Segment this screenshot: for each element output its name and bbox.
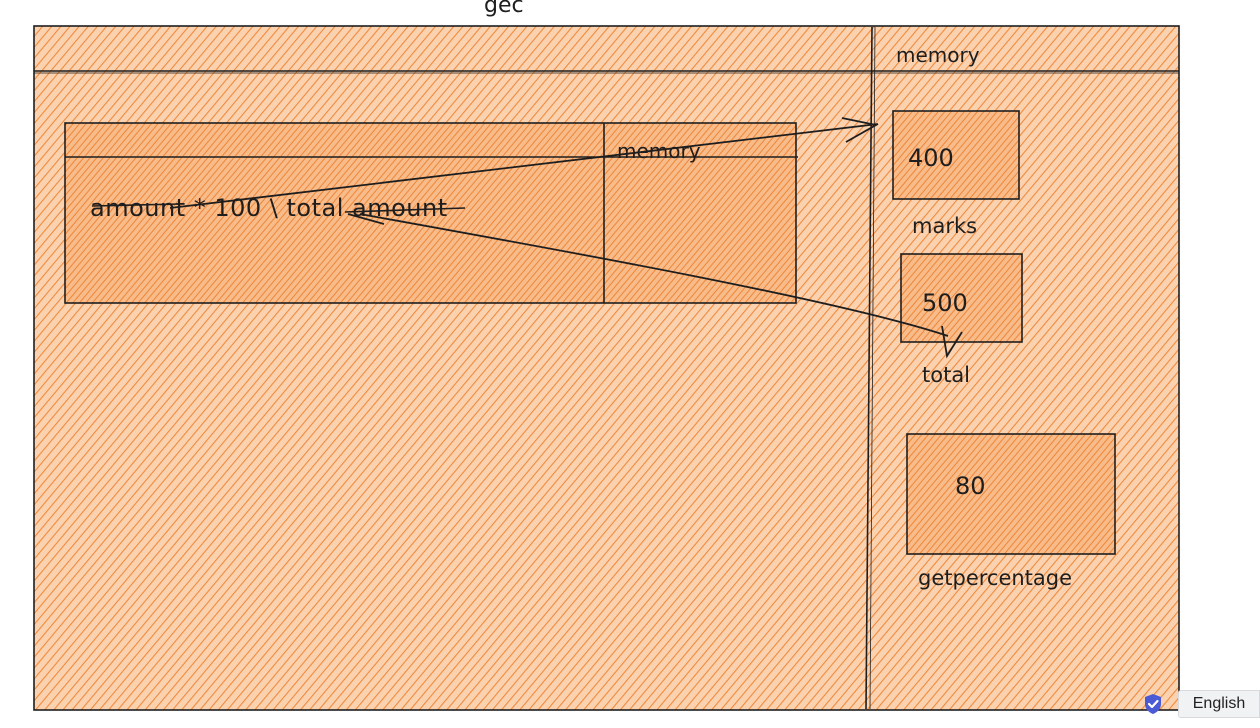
variable-marks: 400 marks [892,110,1020,238]
total-value: 500 [922,289,968,317]
arrow-total-to-total-box [347,213,963,359]
gec-title: gec [484,0,524,18]
getpercentage-value: 80 [955,472,986,500]
marks-label: marks [912,214,977,238]
getpercentage-box [906,433,1116,555]
code-expression: amount * 100 \ total amount [90,194,448,222]
total-amount-strike [344,207,466,213]
total-label: total [922,363,970,387]
getpercentage-label: getpercentage [918,566,1072,590]
language-button[interactable]: English [1178,690,1260,718]
variable-getpercentage: 80 getpercentage [906,433,1116,590]
outer-memory-label: memory [896,43,980,67]
arrow-amount-to-marks [169,117,879,209]
marks-value: 400 [908,144,954,172]
variable-total: 500 total [900,253,1023,387]
inner-memory-label: memory [617,139,701,163]
amount-strike [91,203,181,207]
marks-box [892,110,1020,200]
shield-check-icon[interactable] [1143,693,1163,715]
